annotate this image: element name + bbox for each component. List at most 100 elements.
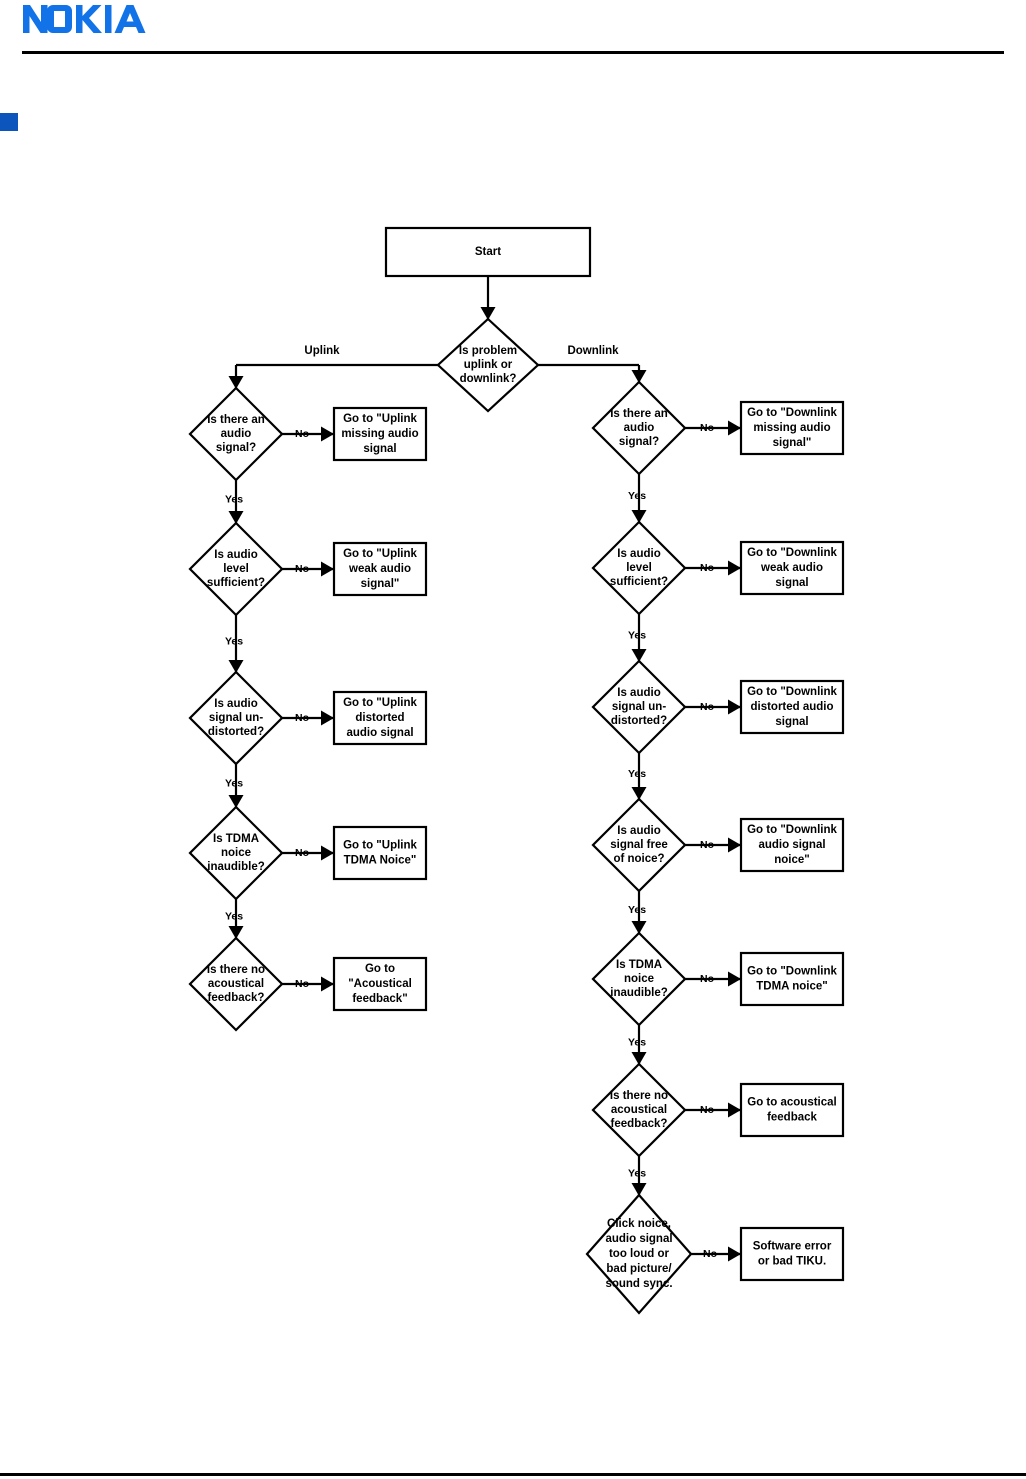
shape-text-line: Go to "Uplink <box>343 697 417 709</box>
edge-label-no-uplink-1: No <box>295 563 309 575</box>
shape-text-line: Is TDMA <box>213 833 259 845</box>
shape-text-line: audio signal <box>605 1233 672 1245</box>
arrowhead-down <box>228 511 244 524</box>
branch-label-uplink: Uplink <box>304 345 340 357</box>
shape-text-line: Is audio <box>617 548 660 560</box>
arrowhead-right <box>728 560 741 576</box>
decision-diamond-downlink-4[interactable]: Is TDMA noice inaudible? <box>591 931 687 1027</box>
shape-text-line: noice <box>221 847 251 859</box>
process-box <box>739 951 845 1007</box>
process-box <box>739 400 845 456</box>
arrowhead-down <box>228 926 244 939</box>
shape-text-line: distorted <box>355 712 404 724</box>
decision-diamond <box>585 1193 693 1315</box>
shape-text-line: audio signal <box>346 727 413 739</box>
shape-text-line: Go to "Downlink <box>747 966 837 978</box>
arrowhead-right <box>728 1102 741 1118</box>
process-box <box>739 1226 845 1282</box>
shape-text-line: Is TDMA <box>616 959 662 971</box>
decision-diamond-uplink-3[interactable]: Is TDMA noice inaudible? <box>188 805 284 901</box>
shape-text-line: signal" <box>361 578 400 590</box>
decision-diamond-downlink-2[interactable]: Is audio signal un-distorted? <box>591 659 687 755</box>
process-box <box>739 679 845 735</box>
shape-text-line: signal" <box>773 437 812 449</box>
edge-label-yes-downlink-3: Yes <box>628 904 646 916</box>
shape-text-line: sufficient? <box>207 577 265 589</box>
arrowhead-right <box>321 561 334 577</box>
shape-text-line: inaudible? <box>207 861 265 873</box>
shape-text-line: Go to "Downlink <box>747 407 837 419</box>
shape-text-line: Go to "Downlink <box>747 547 837 559</box>
edge-label-no-downlink-2: No <box>700 701 714 713</box>
edge-label-no-downlink-0: No <box>700 422 714 434</box>
outcome-box-uplink-2[interactable]: Go to "Uplink distorted audio signal <box>332 690 428 746</box>
section-marker-square <box>0 113 18 131</box>
edge-label-yes-downlink-2: Yes <box>628 768 646 780</box>
edge-label-no-uplink-4: No <box>295 978 309 990</box>
shape-text-line: weak audio <box>348 563 411 575</box>
edge-label-no-uplink-3: No <box>295 847 309 859</box>
arrowhead-right <box>728 420 741 436</box>
process-box <box>739 1082 845 1138</box>
shape-text-line: weak audio <box>760 562 823 574</box>
arrowhead-right <box>728 837 741 853</box>
shape-text-line: distorted? <box>208 726 264 738</box>
shape-text-line: signal un- <box>209 712 263 724</box>
process-box <box>332 690 428 746</box>
edge-label-yes-downlink-4: Yes <box>628 1036 646 1048</box>
shape-text-line: inaudible? <box>610 987 668 999</box>
start-box[interactable]: Start <box>384 226 592 278</box>
shape-text-line: audio signal <box>758 839 825 851</box>
arrowhead-down <box>228 795 244 808</box>
arrowhead-right <box>728 1246 741 1262</box>
shape-text-line: distorted? <box>611 715 667 727</box>
shape-text-line: Start <box>475 246 501 258</box>
shape-text-line: noice <box>624 973 654 985</box>
process-box <box>332 956 428 1012</box>
edge-label-no-downlink-1: No <box>700 562 714 574</box>
edge-label-no-uplink-2: No <box>295 712 309 724</box>
shape-text-line: Is there an <box>207 414 265 426</box>
shape-text-line: Go to acoustical <box>747 1097 836 1109</box>
edge-label-yes-uplink-1: Yes <box>225 635 243 647</box>
shape-text-line: signal un- <box>612 701 666 713</box>
decision-diamond-downlink-1[interactable]: Is audio level sufficient? <box>591 520 687 616</box>
edge-label-no-downlink-3: No <box>700 839 714 851</box>
process-box <box>739 540 845 596</box>
arrowhead-down <box>480 307 496 320</box>
shape-text-line: signal free <box>610 839 668 851</box>
arrowhead-down <box>631 1052 647 1065</box>
nokia-logo <box>23 5 146 33</box>
arrowhead-down <box>631 510 647 523</box>
shape-text-line: sufficient? <box>610 576 668 588</box>
shape-text-line: Is audio <box>617 687 660 699</box>
shape-text-line: sound sync. <box>605 1278 672 1290</box>
shape-text-line: distorted audio <box>750 701 833 713</box>
shape-text-line: Go to "Uplink <box>343 840 417 852</box>
shape-text-line: level <box>626 562 652 574</box>
arrowhead-right <box>321 426 334 442</box>
shape-text-line: audio <box>624 422 655 434</box>
edge-label-yes-downlink-1: Yes <box>628 629 646 641</box>
